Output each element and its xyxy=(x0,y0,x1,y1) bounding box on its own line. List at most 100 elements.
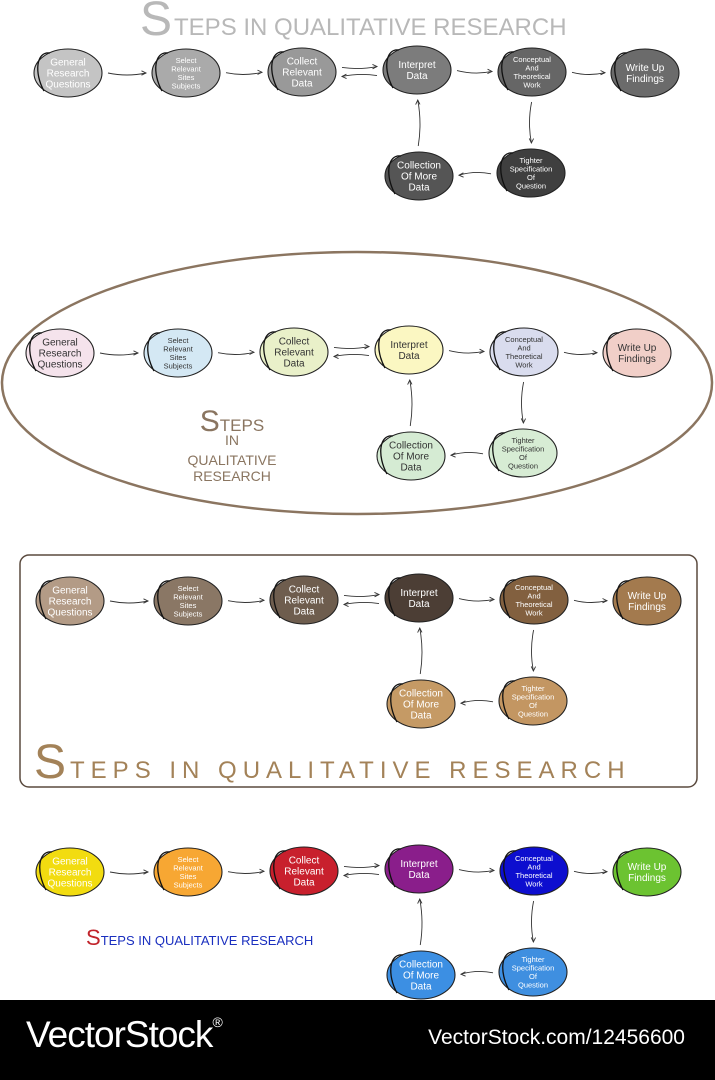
edge-arrowhead xyxy=(374,863,381,869)
node-shape xyxy=(612,576,682,626)
node-label-line: Tighter xyxy=(511,436,535,445)
node-label-line: Question xyxy=(508,461,538,470)
node-label-line: Data xyxy=(410,711,432,722)
node-stroke-flourish xyxy=(378,329,392,369)
node-label-line: Data xyxy=(293,878,315,889)
node-stroke-flourish xyxy=(502,680,516,720)
node-shape xyxy=(153,847,223,897)
edge-arrowhead xyxy=(257,69,264,75)
node-label-line: General xyxy=(42,338,78,349)
edge-select-collect xyxy=(225,71,263,75)
node-label-line: Interpret xyxy=(398,60,435,71)
edge-arrowhead xyxy=(417,897,423,904)
node-label-line: Questions xyxy=(45,80,90,91)
edge-more-interpret xyxy=(419,898,423,946)
edge-more-interpret xyxy=(417,99,421,147)
title-ellipse-frame xyxy=(0,250,714,516)
node-shape xyxy=(384,844,454,894)
edge-arrowhead xyxy=(249,349,256,355)
watermark-brand: VectorStock® xyxy=(26,1014,223,1055)
node-label-line: Relevant xyxy=(274,348,314,359)
node-shape xyxy=(498,947,568,997)
edge-select-collect xyxy=(217,351,255,355)
node-shape xyxy=(151,48,221,98)
node-stroke-flourish xyxy=(271,51,285,91)
node-label-line: Subjects xyxy=(172,81,201,90)
edge-conceptual-writeup xyxy=(563,351,598,355)
node-shape xyxy=(384,573,454,623)
edge-collect-interpret xyxy=(333,346,370,349)
node-stroke-flourish xyxy=(273,579,287,619)
node-label-line: Conceptual xyxy=(515,854,553,863)
node-label-line: General xyxy=(50,58,86,69)
node-label-line: Work xyxy=(525,608,543,617)
node-label-line: Data xyxy=(283,359,305,370)
node-label-line: Collection xyxy=(389,441,433,452)
node-label-line: Collection xyxy=(399,960,443,971)
edge-general-select xyxy=(99,352,139,356)
edge-arrowhead xyxy=(364,344,371,350)
node-stroke-flourish xyxy=(390,954,404,994)
edge-arrowhead xyxy=(457,172,464,178)
diagram-title-line-3: QUALITATIVE xyxy=(188,452,277,468)
node-shape xyxy=(259,327,329,377)
node-label-line: Of xyxy=(519,453,528,462)
diagram-pastel: STEPSINQUALITATIVERESEARCHGeneralResearc… xyxy=(0,250,714,516)
node-label-line: Findings xyxy=(628,602,666,613)
node-label-line: Findings xyxy=(628,873,666,884)
node-label-line: Theoretical xyxy=(505,352,542,361)
edge-arrowhead xyxy=(520,418,526,425)
node-stroke-flourish xyxy=(616,851,630,891)
node-label-line: Tighter xyxy=(521,955,545,964)
edge-arrowhead xyxy=(459,971,466,977)
node-stroke-flourish xyxy=(492,432,506,472)
node-label-line: Subjects xyxy=(174,609,203,618)
edge-interpret-conceptual xyxy=(456,70,493,74)
node-shape xyxy=(35,576,105,626)
node-label-line: Data xyxy=(408,183,430,194)
diagram-title: STEPS IN QUALITATIVE RESEARCH xyxy=(140,0,567,46)
node-shape xyxy=(269,575,339,625)
edge-interpret-collect xyxy=(341,74,378,77)
node-label-line: Data xyxy=(408,599,430,610)
node-shape xyxy=(612,847,682,897)
node-label-line: Research xyxy=(47,69,90,80)
edge-general-select xyxy=(109,600,149,604)
node-stroke-flourish xyxy=(501,51,515,91)
node-label-line: Data xyxy=(398,351,420,362)
diagram-title: STEPS IN QUALITATIVE RESEARCH xyxy=(86,925,313,950)
node-label-line: Of More xyxy=(403,971,440,982)
node-label-line: Data xyxy=(293,607,315,618)
node-stroke-flourish xyxy=(503,850,517,890)
node-label-line: Of More xyxy=(403,700,440,711)
node-label-line: Interpret xyxy=(390,340,427,351)
node-label-line: And xyxy=(517,343,530,352)
node-stroke-flourish xyxy=(157,851,171,891)
node-stroke-flourish xyxy=(37,52,51,92)
edge-conceptual-tighter xyxy=(531,629,535,672)
node-label-line: General xyxy=(52,586,88,597)
node-label-line: Specification xyxy=(512,963,555,972)
node-label-line: Research xyxy=(49,597,92,608)
node-label-line: Relevant xyxy=(284,867,324,878)
diagram-title-line-1: STEPS xyxy=(200,405,264,438)
node-label-line: Work xyxy=(523,80,541,89)
node-stroke-flourish xyxy=(388,848,402,888)
node-label-line: Sites xyxy=(178,73,195,82)
edge-arrowhead xyxy=(602,869,609,875)
edge-arrowhead xyxy=(459,700,466,706)
node-label-line: Of xyxy=(527,173,536,182)
diagram-title-line-2: IN xyxy=(225,432,239,448)
node-label-line: Specification xyxy=(510,164,553,173)
node-stroke-flourish xyxy=(388,155,402,195)
node-label-line: Question xyxy=(516,181,546,190)
node-stroke-flourish xyxy=(29,332,43,372)
